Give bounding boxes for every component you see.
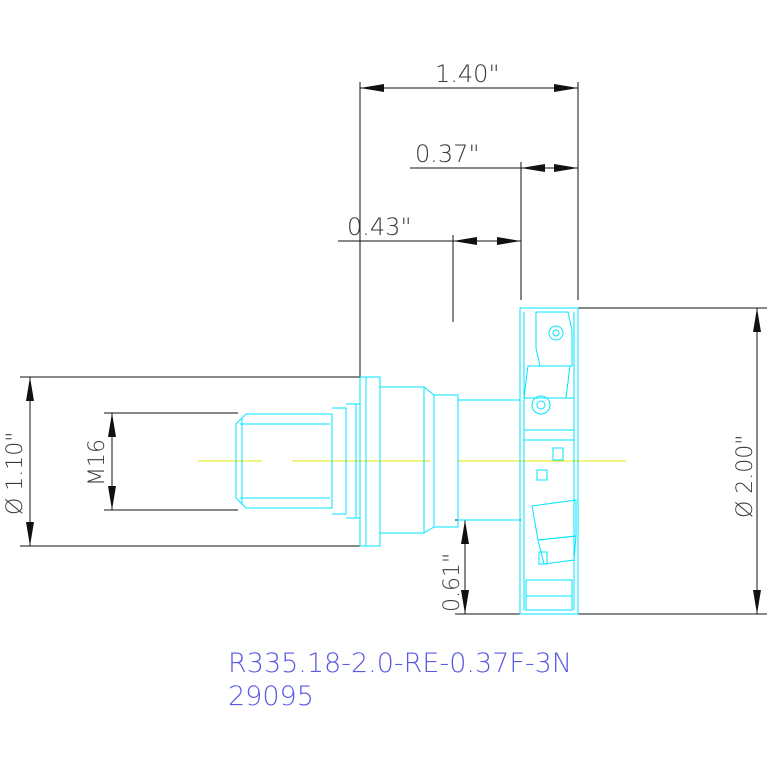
dim-shank-diameter-label: Ø 1.10" xyxy=(3,432,28,515)
cutter-head xyxy=(519,307,579,615)
dim-neck-length: 0.43" xyxy=(338,213,521,322)
dim-cutter-diameter: Ø 2.00" xyxy=(578,307,767,615)
threaded-shank xyxy=(235,403,360,519)
dim-insert-height-label: 0.61" xyxy=(440,553,465,612)
dim-shank-diameter: Ø 1.10" xyxy=(3,376,360,547)
dim-overall-length: 1.40" xyxy=(359,60,579,377)
dim-insert-height: 0.61" xyxy=(440,519,521,615)
part-code: R335.18-2.0-RE-0.37F-3N xyxy=(228,648,572,679)
dim-head-width-label: 0.37" xyxy=(415,140,479,168)
tool-body xyxy=(235,307,579,615)
dim-thread-label: M16 xyxy=(85,439,110,486)
dim-thread: M16 xyxy=(85,412,238,511)
dim-head-width: 0.37" xyxy=(410,140,578,300)
dim-overall-length-label: 1.40" xyxy=(435,60,499,88)
dim-cutter-diameter-label: Ø 2.00" xyxy=(733,435,758,518)
flange xyxy=(359,376,435,547)
dim-neck-length-label: 0.43" xyxy=(347,213,411,241)
part-number: 29095 xyxy=(228,681,314,712)
